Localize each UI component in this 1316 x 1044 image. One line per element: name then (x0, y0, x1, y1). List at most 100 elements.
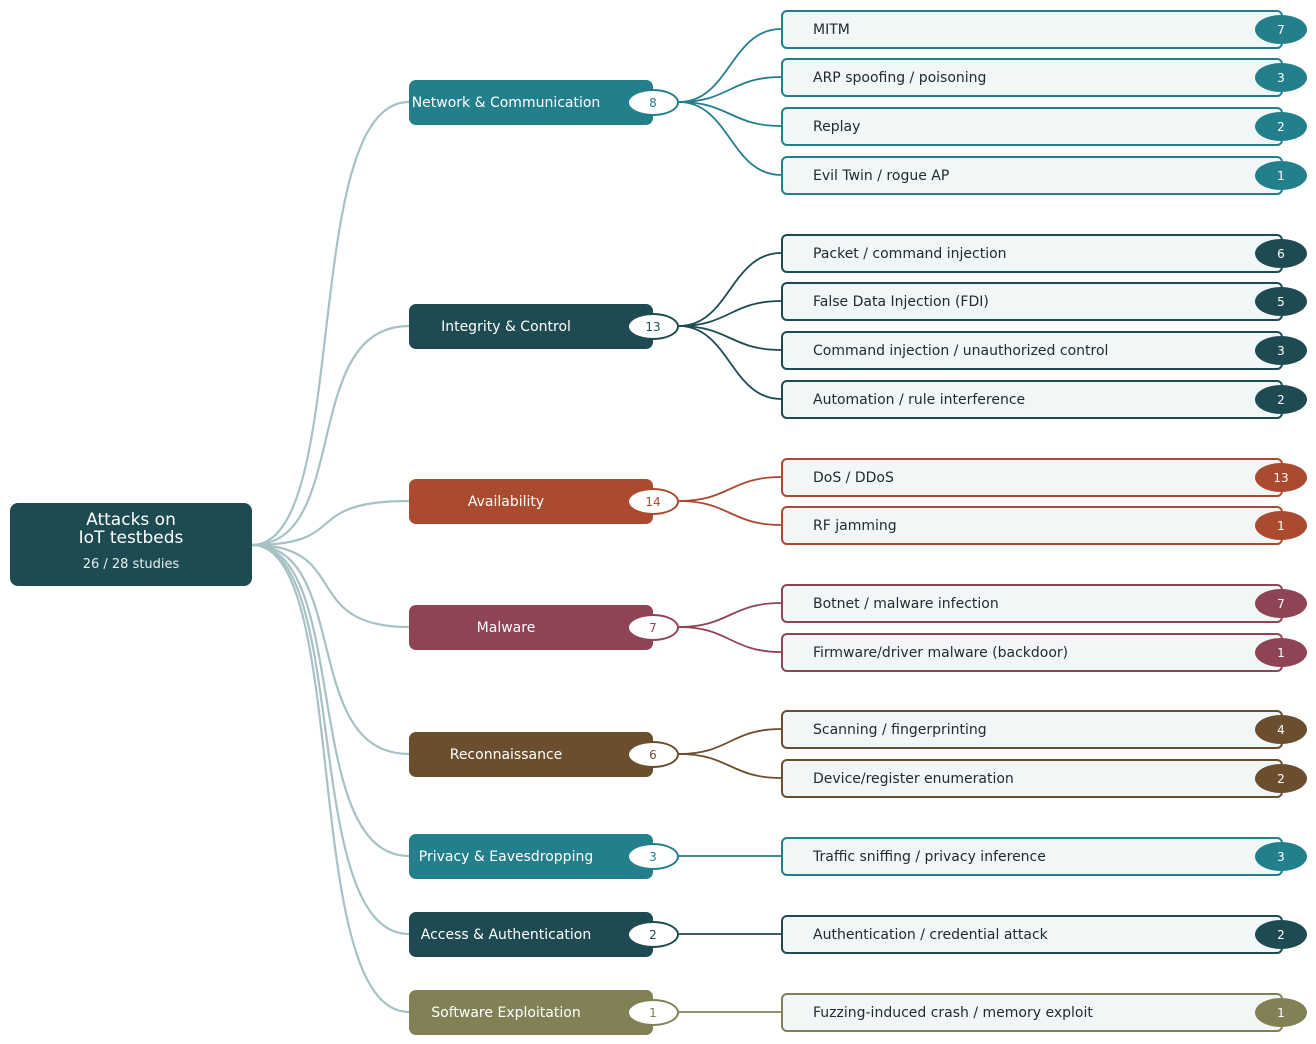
attack-count-badge: 7 (1255, 15, 1307, 44)
attack-count-badge: 1 (1255, 161, 1307, 190)
attack-count-badge: 1 (1255, 638, 1307, 667)
leaf-connector (678, 325, 782, 400)
attack-label: ARP spoofing / poisoning (813, 69, 987, 86)
category-node: Privacy & Eavesdropping (409, 834, 653, 879)
attack-label: Automation / rule interference (813, 391, 1026, 408)
attack-leaf-node: Botnet / malware infection (781, 584, 1283, 623)
attack-count-badge: 13 (1255, 463, 1307, 492)
root-connector (251, 499, 410, 547)
category-label: Privacy & Eavesdropping (418, 848, 594, 865)
root-connector (251, 324, 410, 547)
attack-count-badge: 2 (1255, 385, 1307, 414)
category-label: Access & Authentication (420, 926, 592, 943)
category-node: Reconnaissance (409, 732, 653, 777)
attack-count-badge: 2 (1255, 764, 1307, 793)
attack-label: RF jamming (813, 517, 897, 534)
attack-leaf-node: Firmware/driver malware (backdoor) (781, 633, 1283, 672)
leaf-connector (678, 28, 782, 103)
attack-label: Fuzzing-induced crash / memory exploit (813, 1004, 1093, 1021)
category-count-badge: 6 (627, 741, 679, 768)
attack-count-badge: 3 (1255, 842, 1307, 871)
category-node: Network & Communication (409, 80, 653, 125)
category-node: Availability (409, 479, 653, 524)
category-label: Reconnaissance (449, 746, 563, 763)
attack-label: Device/register enumeration (813, 770, 1014, 787)
root-connector (251, 543, 410, 1014)
attack-leaf-node: RF jamming (781, 506, 1283, 545)
attack-leaf-node: DoS / DDoS (781, 458, 1283, 497)
attack-label: Evil Twin / rogue AP (813, 167, 950, 184)
attack-count-badge: 2 (1255, 920, 1307, 949)
category-node: Access & Authentication (409, 912, 653, 957)
category-count-badge: 2 (627, 921, 679, 948)
leaf-connector (678, 101, 782, 176)
attack-label: DoS / DDoS (813, 469, 894, 486)
attack-leaf-node: Device/register enumeration (781, 759, 1283, 798)
attack-count-badge: 1 (1255, 998, 1307, 1027)
root-connector (251, 543, 410, 936)
attack-leaf-node: Replay (781, 107, 1283, 146)
leaf-connector (678, 602, 782, 628)
leaf-connector (678, 500, 782, 526)
attack-count-badge: 3 (1255, 336, 1307, 365)
attack-label: Scanning / fingerprinting (813, 721, 987, 738)
attack-count-badge: 2 (1255, 112, 1307, 141)
attack-label: Botnet / malware infection (813, 595, 999, 612)
root-connector (251, 543, 410, 756)
category-label: Integrity & Control (441, 318, 571, 335)
attack-leaf-node: Evil Twin / rogue AP (781, 156, 1283, 195)
leaf-connector (678, 753, 782, 779)
attack-label: Authentication / credential attack (813, 926, 1048, 943)
attack-label: Command injection / unauthorized control (813, 342, 1109, 359)
category-count-badge: 13 (627, 313, 679, 340)
leaf-connector (678, 728, 782, 755)
attack-label: Replay (813, 118, 861, 135)
attack-label: Firmware/driver malware (backdoor) (813, 644, 1069, 661)
attack-leaf-node: Command injection / unauthorized control (781, 331, 1283, 370)
attack-leaf-node: Fuzzing-induced crash / memory exploit (781, 993, 1283, 1032)
category-label: Availability (467, 493, 545, 510)
attack-leaf-node: Packet / command injection (781, 234, 1283, 273)
category-count-badge: 3 (627, 843, 679, 870)
attack-count-badge: 5 (1255, 287, 1307, 316)
category-node: Integrity & Control (409, 304, 653, 349)
category-count-badge: 14 (627, 488, 679, 515)
category-label: Network & Communication (411, 94, 601, 111)
attack-label: Packet / command injection (813, 245, 1007, 262)
leaf-connector (678, 101, 782, 127)
attack-count-badge: 4 (1255, 715, 1307, 744)
attack-leaf-node: False Data Injection (FDI) (781, 282, 1283, 321)
category-count-badge: 7 (627, 614, 679, 641)
attack-count-badge: 7 (1255, 589, 1307, 618)
attack-count-badge: 6 (1255, 239, 1307, 268)
category-count-badge: 1 (627, 999, 679, 1026)
leaf-connector (678, 476, 782, 502)
leaf-connector (678, 626, 782, 653)
category-count-badge: 8 (627, 89, 679, 116)
attack-leaf-node: Automation / rule interference (781, 380, 1283, 419)
attack-leaf-node: MITM (781, 10, 1283, 49)
root-connector (251, 543, 410, 629)
category-node: Malware (409, 605, 653, 650)
root-connector (251, 543, 410, 858)
attack-label: MITM (813, 21, 850, 38)
attack-leaf-node: Scanning / fingerprinting (781, 710, 1283, 749)
attack-leaf-node: ARP spoofing / poisoning (781, 58, 1283, 97)
attack-leaf-node: Traffic sniffing / privacy inference (781, 837, 1283, 876)
root-subtitle: 26 / 28 studies (82, 557, 180, 572)
attack-count-badge: 1 (1255, 511, 1307, 540)
root-node: Attacks on IoT testbeds 26 / 28 studies (10, 503, 252, 586)
category-label: Software Exploitation (431, 1004, 581, 1021)
leaf-connector (678, 300, 782, 327)
root-title: Attacks on IoT testbeds (78, 510, 184, 548)
attack-label: False Data Injection (FDI) (813, 293, 989, 310)
attack-count-badge: 3 (1255, 63, 1307, 92)
leaf-connector (678, 252, 782, 327)
attack-label: Traffic sniffing / privacy inference (813, 848, 1046, 865)
attack-leaf-node: Authentication / credential attack (781, 915, 1283, 954)
root-connector (251, 100, 410, 547)
leaf-connector (678, 325, 782, 351)
category-label: Malware (476, 619, 536, 636)
category-node: Software Exploitation (409, 990, 653, 1035)
